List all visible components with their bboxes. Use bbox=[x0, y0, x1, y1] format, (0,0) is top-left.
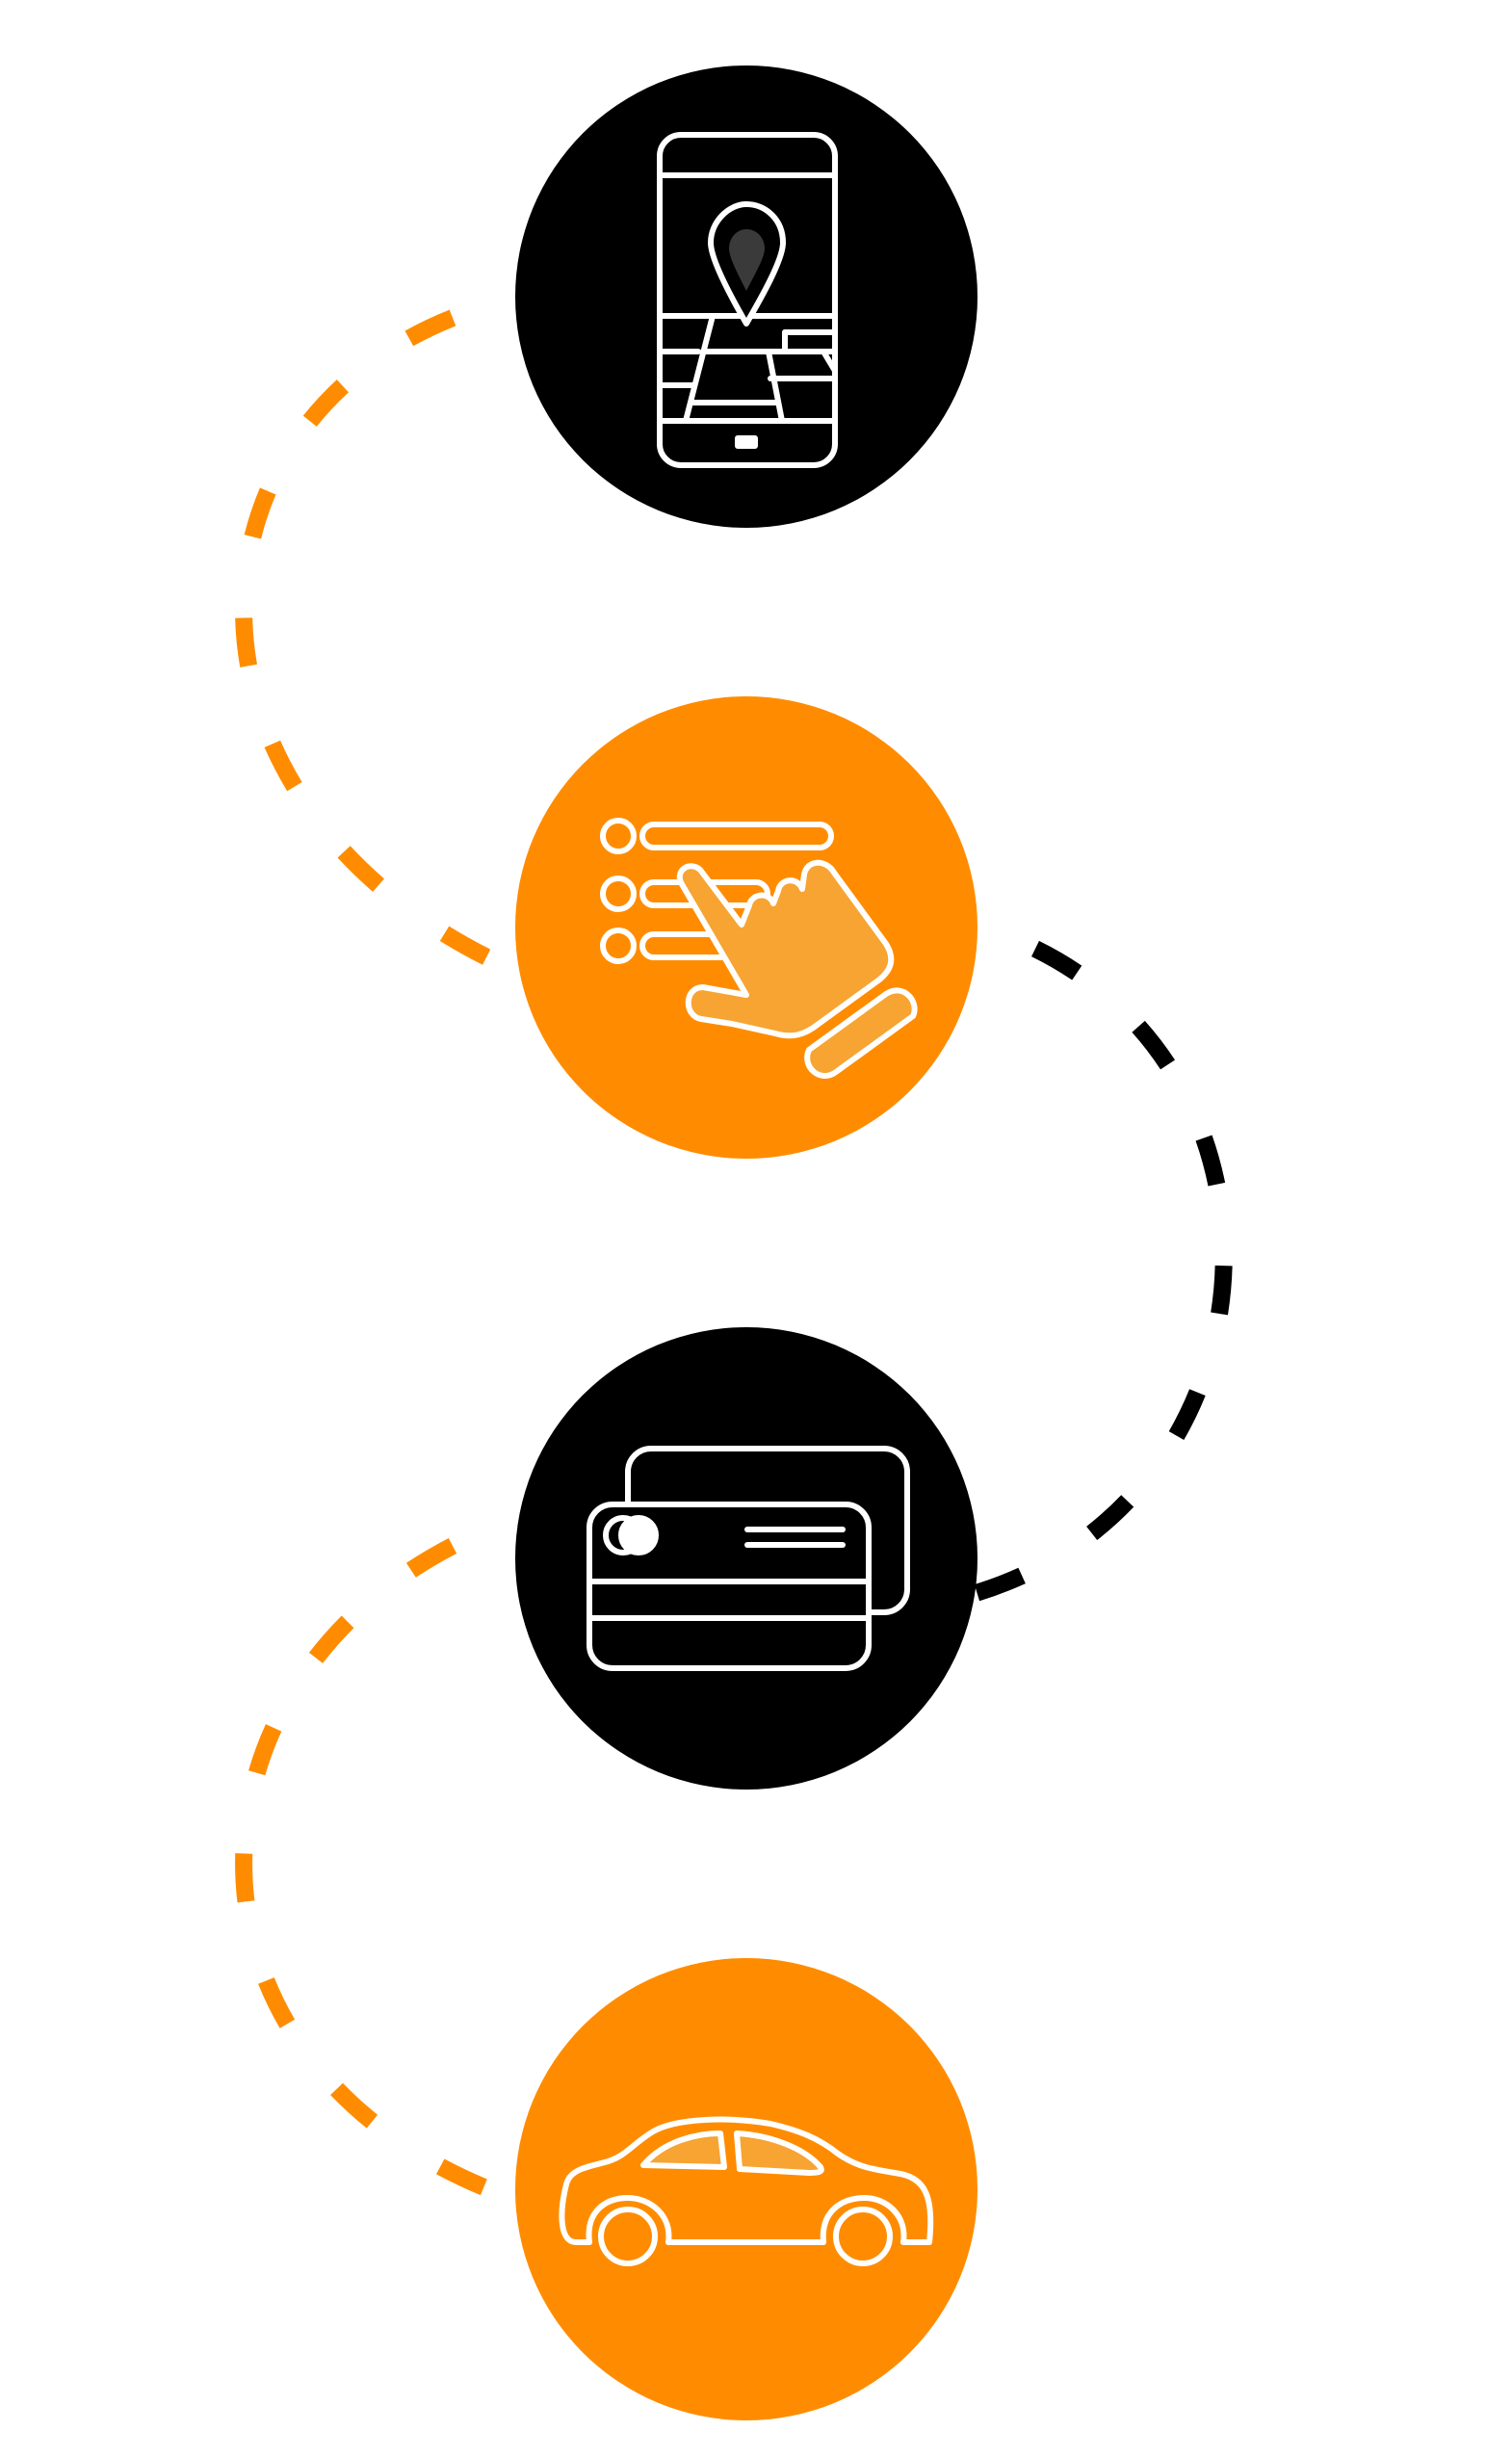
credit-cards-icon bbox=[587, 1446, 910, 1671]
connector-step2-step3 bbox=[970, 940, 1233, 1603]
step-2 bbox=[515, 696, 978, 1159]
step-3 bbox=[515, 1327, 978, 1790]
connector-step3-step4 bbox=[235, 1538, 523, 2209]
step-4-circle bbox=[515, 1958, 978, 2420]
hand-selecting-option-icon bbox=[600, 818, 918, 1079]
step-1 bbox=[515, 65, 978, 528]
connector-step1-step2 bbox=[235, 309, 524, 981]
phone-map-pin-icon bbox=[657, 132, 838, 468]
step-4 bbox=[515, 1958, 978, 2420]
car-icon bbox=[559, 2116, 934, 2266]
